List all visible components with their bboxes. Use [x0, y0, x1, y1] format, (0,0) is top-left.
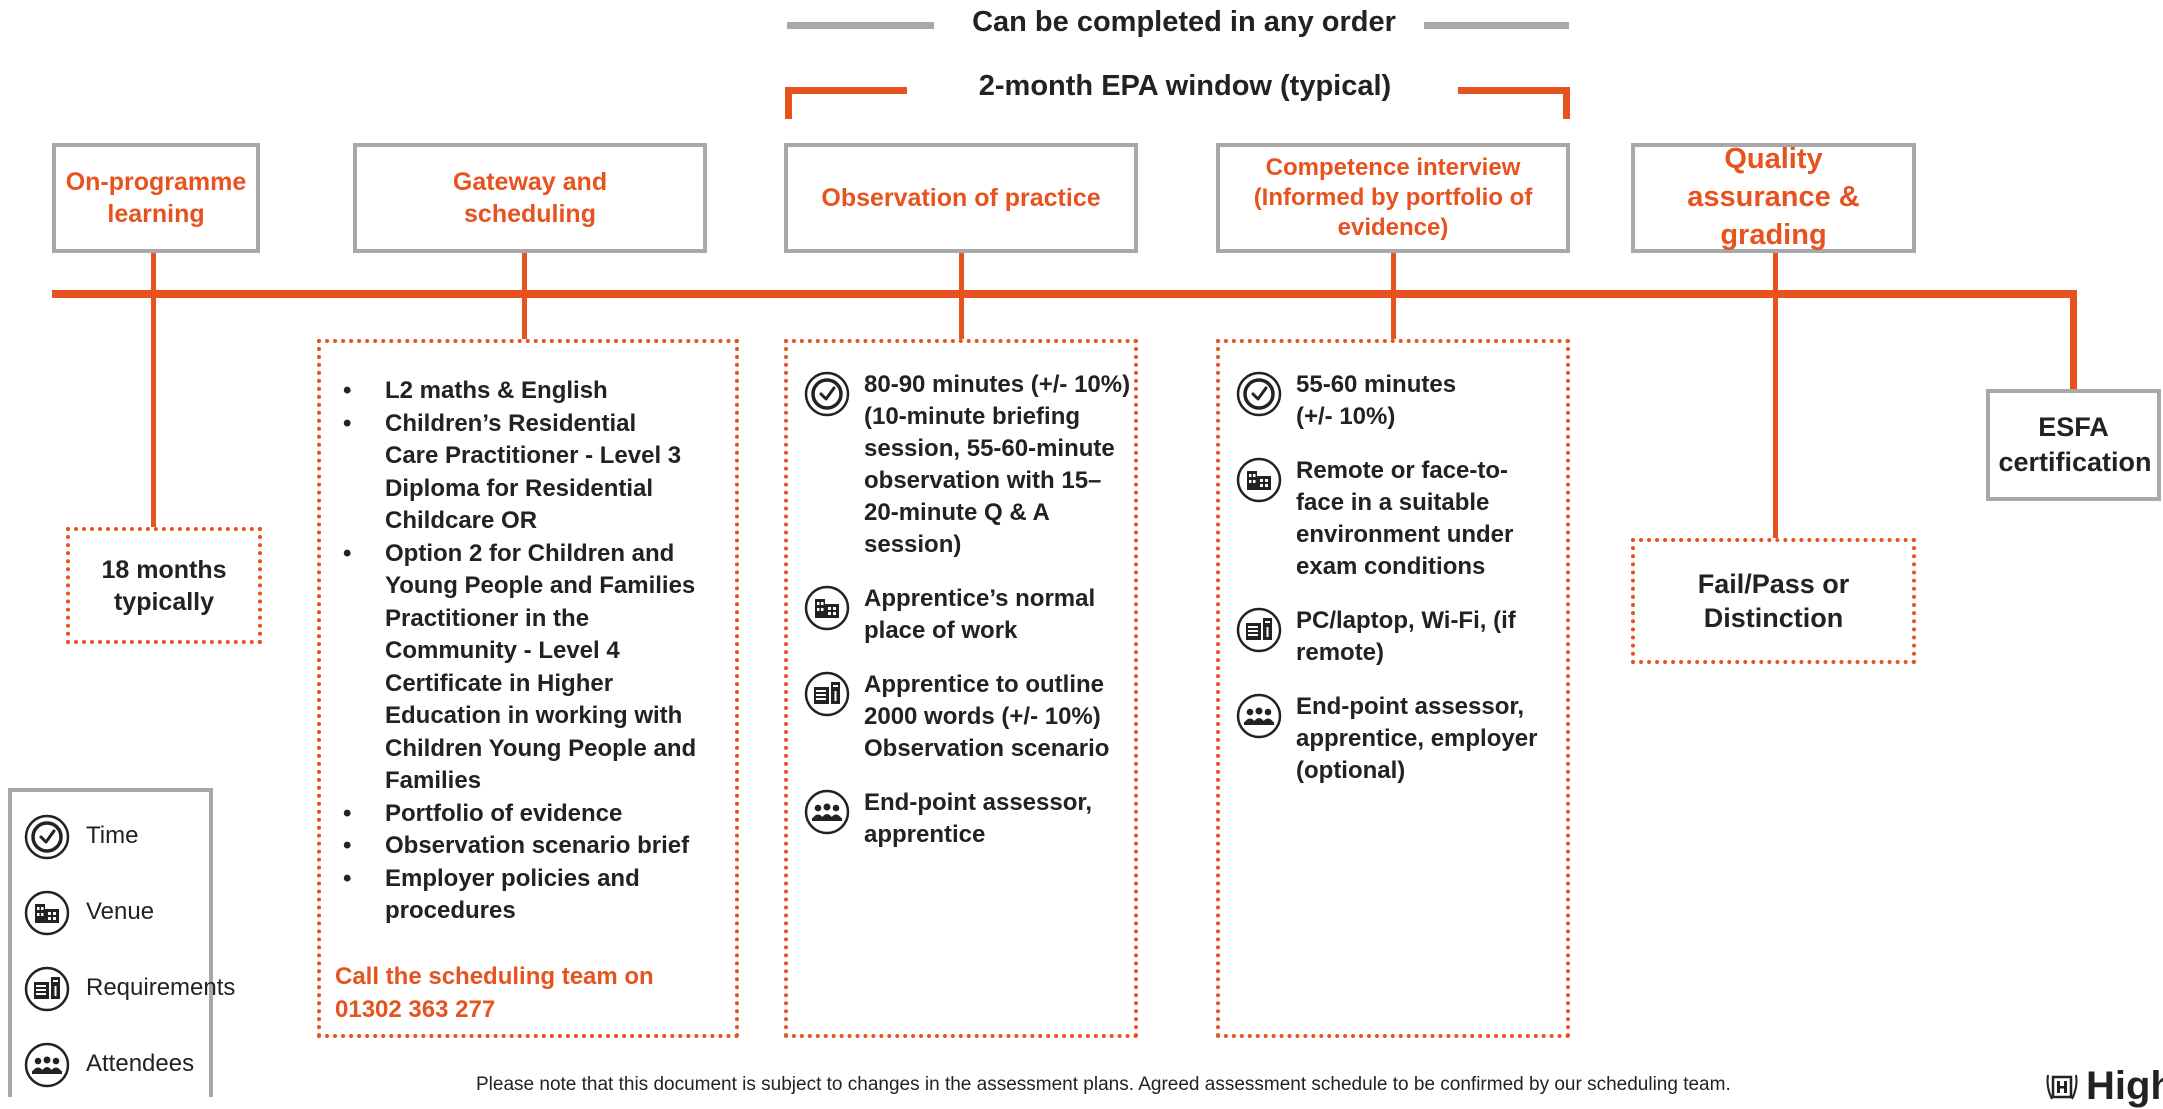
legend-attendees: Attendees — [24, 1026, 209, 1102]
observation-requirements: Apprentice to outline 2000 words (+/- 10… — [804, 669, 1134, 765]
connector-interview — [1391, 253, 1396, 339]
connector-gateway — [522, 253, 527, 339]
list-item: Observation scenario brief — [343, 830, 735, 863]
requirements-icon — [1236, 607, 1282, 653]
epa-bracket-right-h — [1458, 87, 1570, 94]
observation-time: 80-90 minutes (+/- 10%) (10-minute brief… — [804, 369, 1134, 561]
any-order-line-left — [787, 22, 934, 29]
connector-observation — [959, 253, 964, 339]
interview-requirements: PC/laptop, Wi-Fi, (if remote) — [1236, 605, 1566, 669]
legend-venue: Venue — [24, 874, 209, 950]
legend-time: Time — [24, 798, 209, 874]
list-item: Portfolio of evidence — [343, 798, 735, 831]
attendees-icon — [1236, 693, 1282, 739]
stage-quality: Quality assurance & grading — [1631, 143, 1916, 253]
legend-requirements: Requirements — [24, 950, 235, 1026]
any-order-line-right — [1424, 22, 1569, 29]
epa-bracket-left-v — [785, 87, 792, 119]
clock-icon — [804, 371, 850, 417]
list-item: Children’s Residential Care Practitioner… — [343, 408, 685, 538]
gateway-detail-box: L2 maths & English Children’s Residentia… — [317, 339, 739, 1038]
footer-note: Please note that this document is subjec… — [476, 1074, 1731, 1095]
interview-time: 55-60 minutes (+/- 10%) — [1236, 369, 1566, 433]
observation-venue: Apprentice’s normal place of work — [804, 583, 1134, 647]
list-item: Option 2 for Children and Young People a… — [343, 538, 705, 798]
clock-icon — [1236, 371, 1282, 417]
list-item: Employer policies and procedures — [343, 863, 665, 928]
scheduling-call: Call the scheduling team on 01302 363 27… — [335, 962, 654, 1023]
observation-attendees: End-point assessor, apprentice — [804, 787, 1134, 851]
stage-esfa: ESFA certification — [1986, 389, 2161, 501]
highfield-crest-icon — [2046, 1074, 2078, 1099]
attendees-icon — [804, 789, 850, 835]
requirements-icon — [804, 671, 850, 717]
quality-note: Fail/Pass or Distinction — [1631, 538, 1916, 664]
legend: Time Venue Requirements Attendees — [8, 788, 235, 1097]
connector-quality — [1773, 253, 1778, 538]
epa-bracket-left-h — [785, 87, 907, 94]
venue-icon — [24, 890, 70, 936]
interview-venue: Remote or face-to-face in a suitable env… — [1236, 455, 1566, 583]
stage-observation: Observation of practice — [784, 143, 1138, 253]
timeline — [52, 290, 2077, 298]
any-order-label: Can be completed in any order — [972, 6, 1396, 38]
connector-on-programme — [151, 253, 156, 527]
interview-attendees: End-point assessor, apprentice, employer… — [1236, 691, 1566, 787]
venue-icon — [1236, 457, 1282, 503]
requirements-icon — [24, 966, 70, 1012]
clock-icon — [24, 814, 70, 860]
venue-icon — [804, 585, 850, 631]
stage-on-programme: On-programme learning — [52, 143, 260, 253]
gateway-requirements-list: L2 maths & English Children’s Residentia… — [321, 375, 735, 928]
highfield-logo: Highfield — [2044, 1064, 2163, 1109]
on-programme-note: 18 months typically — [66, 527, 262, 644]
observation-detail-box: 80-90 minutes (+/- 10%) (10-minute brief… — [784, 339, 1138, 1038]
attendees-icon — [24, 1042, 70, 1088]
epa-window-label: 2-month EPA window (typical) — [978, 70, 1392, 102]
epa-bracket-right-v — [1563, 87, 1570, 119]
interview-detail-box: 55-60 minutes (+/- 10%) Remote or face-t… — [1216, 339, 1570, 1038]
stage-gateway: Gateway and scheduling — [353, 143, 707, 253]
stage-interview: Competence interview (Informed by portfo… — [1216, 143, 1570, 253]
timeline-end-drop — [2070, 290, 2077, 390]
list-item: L2 maths & English — [343, 375, 735, 408]
